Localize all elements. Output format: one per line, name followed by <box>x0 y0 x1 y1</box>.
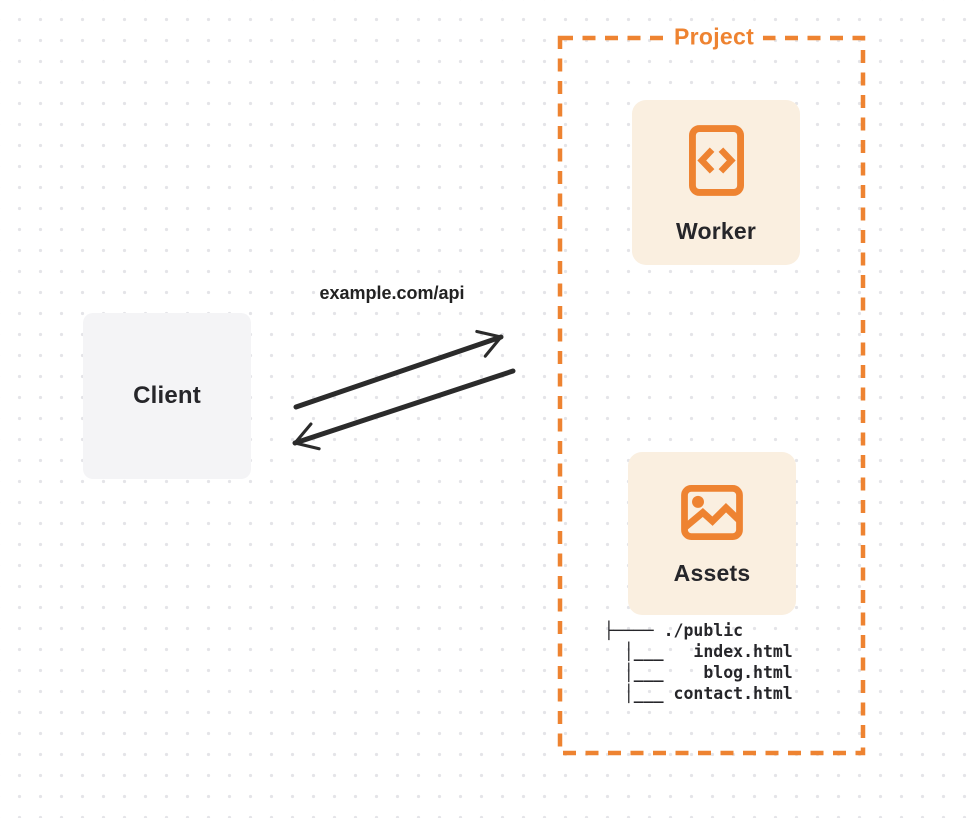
image-icon <box>681 484 743 540</box>
request-arrow <box>293 329 504 410</box>
response-arrow <box>292 368 516 451</box>
tree-line-index: │___ index.html <box>604 642 793 661</box>
assets-file-tree: ├──── ./public │___ index.html │___ blog… <box>604 620 793 704</box>
worker-node: Worker <box>632 100 800 265</box>
tree-line-public: ├──── ./public <box>604 621 744 640</box>
client-node: Client <box>83 313 251 479</box>
code-file-icon <box>688 124 744 196</box>
client-label: Client <box>133 382 201 409</box>
request-url-label: example.com/api <box>319 283 465 303</box>
worker-label: Worker <box>675 217 757 244</box>
tree-line-contact: │___ contact.html <box>604 684 793 703</box>
assets-label: Assets <box>673 559 751 586</box>
assets-node: Assets <box>628 452 796 615</box>
tree-line-blog: │___ blog.html <box>604 663 793 682</box>
project-label: Project <box>664 23 764 51</box>
